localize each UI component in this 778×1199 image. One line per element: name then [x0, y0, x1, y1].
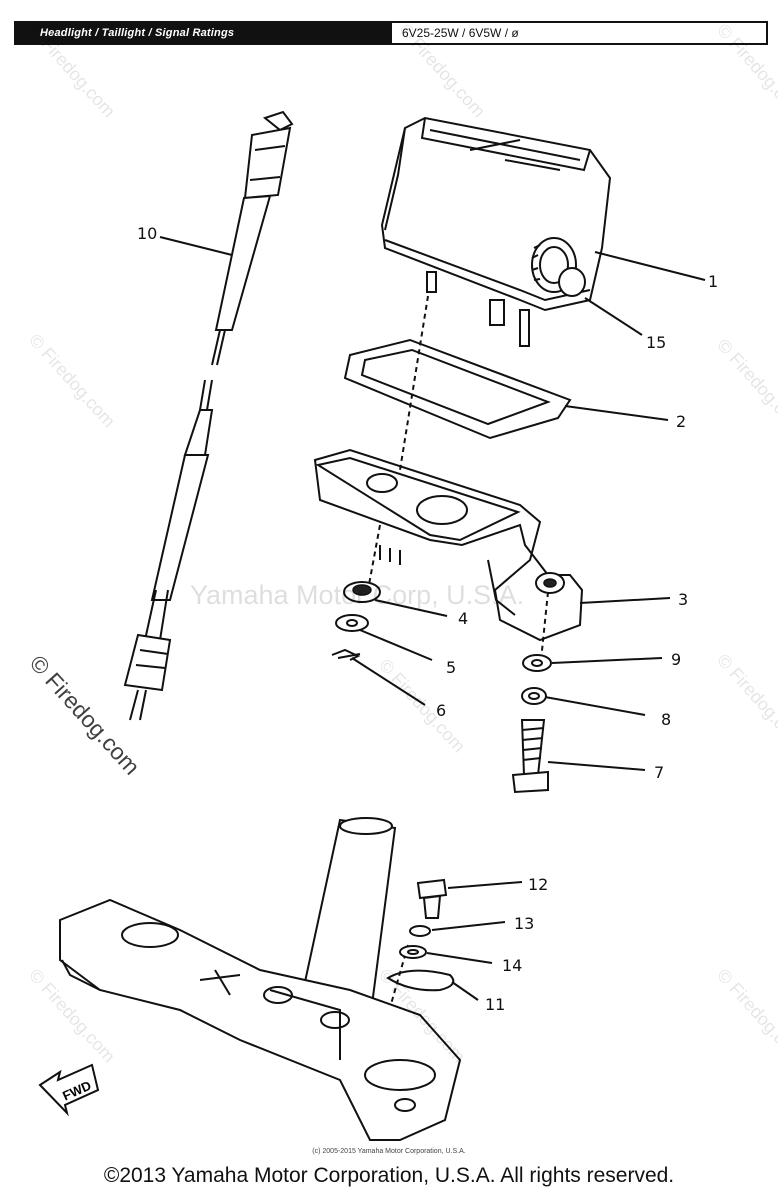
copyright-small: (c) 2005-2015 Yamaha Motor Corporation, … — [312, 1148, 466, 1155]
washers-right — [511, 654, 552, 794]
callout-4: 4 — [458, 609, 469, 628]
header-title: Headlight / Taillight / Signal Ratings — [16, 23, 392, 43]
footer-copyright: ©2013 Yamaha Motor Corporation, U.S.A. A… — [103, 1164, 675, 1187]
callout-13: 13 — [514, 914, 535, 933]
clamp-hardware — [386, 878, 455, 992]
callout-11: 11 — [485, 995, 506, 1014]
callout-15: 15 — [646, 333, 667, 352]
callout-5: 5 — [446, 658, 457, 677]
callout-1: 1 — [708, 272, 719, 291]
callout-12: 12 — [528, 875, 549, 894]
callout-8: 8 — [661, 710, 672, 729]
callout-3: 3 — [678, 590, 689, 609]
callout-7: 7 — [654, 763, 665, 782]
speedometer-cable — [123, 110, 294, 721]
header-ratings: 6V25-25W / 6V5W / ø — [402, 26, 519, 40]
callout-2: 2 — [676, 412, 687, 431]
leader-lines — [159, 236, 706, 1001]
washers-left — [331, 581, 381, 661]
callout-9: 9 — [671, 650, 682, 669]
header-bar: Headlight / Taillight / Signal Ratings 6… — [14, 21, 768, 45]
fwd-arrow: FWD — [38, 1063, 100, 1117]
meter-bracket — [313, 448, 584, 642]
trip-knob — [531, 237, 586, 297]
meter-housing — [380, 116, 612, 347]
gasket — [343, 338, 572, 440]
callout-6: 6 — [436, 701, 447, 720]
triple-clamp — [59, 817, 462, 1141]
callout-14: 14 — [502, 956, 523, 975]
callout-10: 10 — [137, 224, 158, 243]
watermark-yamaha: Yamaha Motor Corp, U.S.A. — [190, 580, 525, 610]
